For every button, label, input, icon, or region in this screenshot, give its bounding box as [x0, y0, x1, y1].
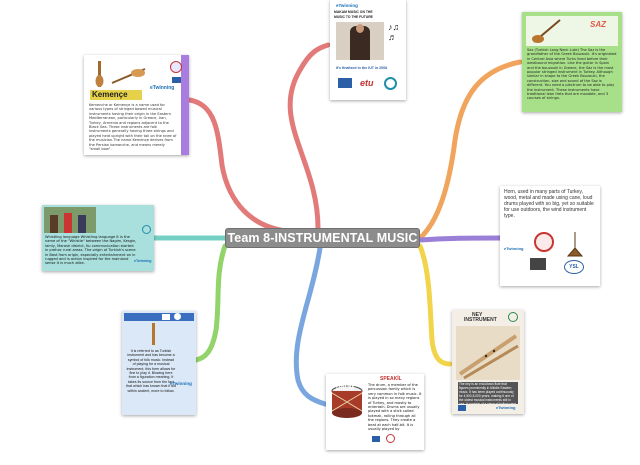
top-emblem-logo	[384, 77, 397, 90]
central-topic[interactable]: Team 8-INSTRUMENTAL MUSIC	[225, 228, 420, 248]
pipe-top-bar	[124, 313, 194, 321]
card-pipe[interactable]: It is referred to as Turkish instrument …	[122, 311, 196, 415]
ministry-logo	[534, 232, 554, 252]
unesco-icon	[372, 436, 380, 442]
language-text: Whistling language Whistling language It…	[45, 235, 137, 266]
drum-text: The drum, a member of the percussion fam…	[368, 383, 422, 431]
card-kemence[interactable]: eTwinning Kemençe Kemenche or Kemençe is…	[84, 55, 189, 155]
card-makam-music[interactable]: eTwinning MAKAM MUSIC ON THE MUSIC TO TH…	[330, 0, 406, 100]
horn-text: Horn, used in many parts of Turkey, wood…	[504, 189, 594, 219]
saz-text: Saz (Turkish Long Neck Lute) The Saz is …	[527, 48, 617, 101]
language-emblem-logo	[142, 225, 151, 234]
unesco-building-icon	[530, 258, 546, 270]
top-caption: It's finalised in the IUT in 2008	[336, 66, 388, 70]
ney-subtitle: INSTRUMENT	[464, 317, 497, 323]
ney-instrument-image	[456, 326, 520, 380]
pipe-brand: eTwinning	[170, 381, 192, 386]
unesco-icon	[172, 77, 181, 83]
drum-title: DRUM	[336, 386, 354, 392]
drum-emblem-logo	[386, 434, 395, 443]
top-title-1: MAKAM MUSIC ON THE	[334, 10, 373, 14]
unesco-logo	[338, 78, 352, 88]
kemence-school-logo	[170, 61, 182, 73]
branch-red-top	[287, 42, 331, 231]
pipe-instrument-image	[152, 323, 155, 345]
card-saz[interactable]: SAZ Saz (Turkish Long Neck Lute) The Saz…	[522, 12, 622, 112]
branch-blue-bottom	[293, 245, 328, 407]
branch-red-left	[187, 97, 299, 235]
branch-purple-right	[417, 235, 503, 243]
branch-orange-right	[417, 59, 523, 241]
ney-emblem-logo	[508, 312, 518, 322]
unesco-icon	[162, 314, 170, 320]
ney-header: NEY INSTRUMENT	[456, 312, 520, 324]
top-brand: eTwinning	[336, 3, 358, 8]
saz-instrument-image	[532, 19, 561, 43]
top-etu-logo: etu	[360, 78, 374, 88]
ney-title: NEY	[472, 312, 483, 318]
saz-image-panel: SAZ	[526, 16, 618, 46]
pipe-emblem-logo	[174, 313, 181, 320]
card-drum[interactable]: SPEAKİL DRUM The drum, a member of the p…	[326, 374, 424, 450]
kemence-instrument-image	[95, 61, 146, 87]
villagers-photo	[44, 207, 96, 233]
card-whistling-language[interactable]: Whistling language Whistling language It…	[42, 205, 154, 271]
music-notes-icon: ♪♫♬	[388, 22, 400, 42]
unesco-icon	[458, 405, 466, 411]
kemence-text: Kemenche or Kemençe is a name used for v…	[89, 103, 177, 152]
pipe-text: It is referred to as Turkish instrument …	[126, 349, 176, 393]
kemence-heading: Kemençe	[90, 90, 142, 100]
ney-brand: eTwinning	[496, 405, 516, 410]
branch-yellow-right	[417, 243, 453, 367]
card-ney[interactable]: NEY INSTRUMENT The ney is an end-blown f…	[452, 310, 524, 414]
musician-photo	[336, 22, 384, 60]
card-horn[interactable]: Horn, used in many parts of Turkey, wood…	[500, 186, 600, 286]
ney-text: The ney is an end-blown flute that figur…	[458, 382, 518, 404]
drum-header: SPEAKİL	[380, 376, 402, 382]
pipe-blue-panel	[122, 311, 196, 415]
horn-brand: eTwinning	[504, 246, 524, 251]
saz-title: SAZ	[590, 20, 606, 29]
top-title-2: MUSIC TO THE FUTURE	[334, 15, 373, 19]
language-brand: eTwinning	[134, 259, 152, 263]
kemence-purple-bar	[181, 55, 189, 155]
branch-green-left	[193, 243, 228, 363]
horn-ysl-logo: YSL	[564, 260, 584, 274]
drum-image	[331, 385, 363, 418]
kemence-brand: eTwinning	[150, 85, 175, 91]
horn-instrument-image	[566, 232, 584, 257]
